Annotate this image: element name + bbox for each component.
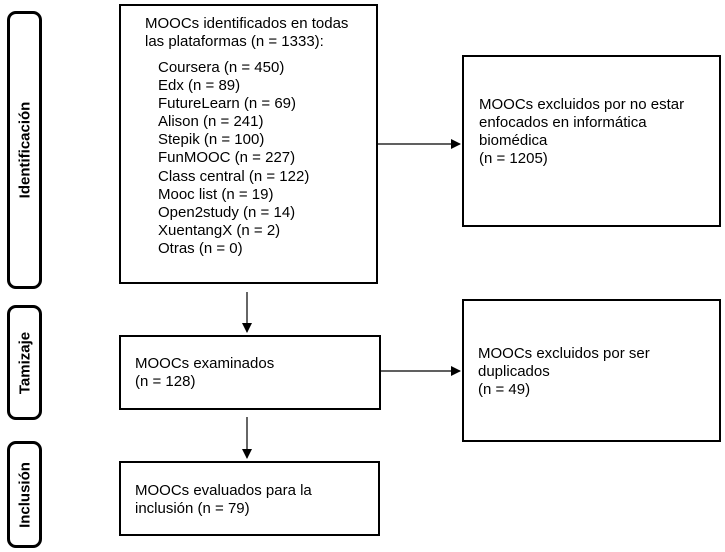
- platform-item: Alison (n = 241): [158, 113, 264, 131]
- evaluated-text: MOOCs evaluados para la inclusión (n = 7…: [135, 482, 312, 517]
- stage-inclusion: Inclusión: [7, 441, 42, 548]
- examined-text: MOOCs examinados (n = 128): [135, 355, 275, 390]
- identified-box: MOOCs identificados en todas las platafo…: [119, 4, 378, 284]
- platform-item: Mooc list (n = 19): [158, 185, 274, 203]
- stage-screening: Tamizaje: [7, 305, 42, 420]
- platform-item: Class central (n = 122): [158, 167, 310, 185]
- platform-item: FutureLearn (n = 69): [158, 95, 296, 113]
- excluded-not-focused-box: MOOCs excluidos por no estar enfocados e…: [462, 55, 721, 227]
- platform-item: Coursera (n = 450): [158, 59, 285, 76]
- platform-list: Coursera (n = 450)Edx (n = 89)FutureLear…: [158, 59, 309, 258]
- platform-item: Edx (n = 89): [158, 77, 241, 95]
- stage-identification: Identificación: [7, 11, 42, 289]
- excluded-duplicates-box: MOOCs excluidos por ser duplicados (n = …: [462, 299, 721, 442]
- identified-title: MOOCs identificados en todas las platafo…: [145, 15, 349, 50]
- platform-item: Otras (n = 0): [158, 239, 243, 257]
- platform-item: Open2study (n = 14): [158, 203, 296, 221]
- platform-item: FunMOOC (n = 227): [158, 149, 296, 167]
- excluded-duplicates-text: MOOCs excluidos por ser duplicados (n = …: [478, 345, 650, 398]
- platform-item: Stepik (n = 100): [158, 131, 265, 149]
- examined-box: MOOCs examinados (n = 128): [119, 335, 381, 410]
- excluded-not-focused-text: MOOCs excluidos por no estar enfocados e…: [479, 96, 685, 167]
- platform-item: XuentangX (n = 2): [158, 221, 281, 239]
- evaluated-box: MOOCs evaluados para la inclusión (n = 7…: [119, 461, 380, 536]
